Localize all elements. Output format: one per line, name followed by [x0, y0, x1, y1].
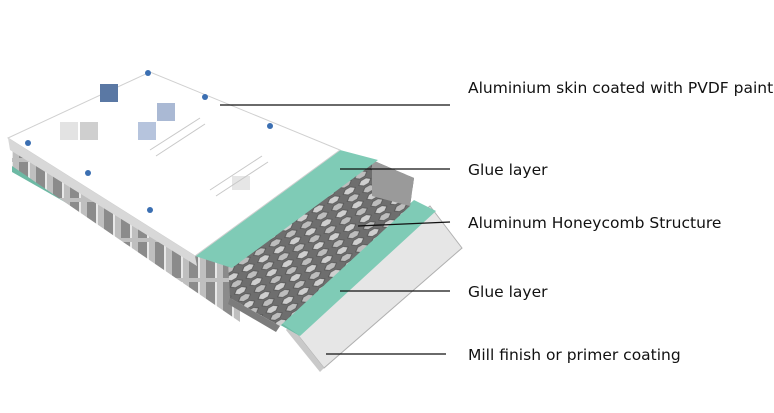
top-aluminium-skin: [6, 70, 342, 266]
leader-lines: [220, 104, 451, 355]
top-glue-layer: [195, 150, 378, 268]
label-glue-layer-bottom: Glue layer: [468, 283, 548, 301]
label-mill-finish-coating: Mill finish or primer coating: [468, 346, 681, 364]
honeycomb-core: [228, 160, 414, 332]
label-glue-layer-top: Glue layer: [468, 161, 548, 179]
label-aluminium-skin: Aluminium skin coated with PVDF paint: [468, 79, 774, 97]
leader-line-honeycomb: [357, 221, 451, 227]
label-honeycomb-structure: Aluminum Honeycomb Structure: [468, 214, 722, 232]
honeycomb-front-edge: [12, 150, 240, 322]
